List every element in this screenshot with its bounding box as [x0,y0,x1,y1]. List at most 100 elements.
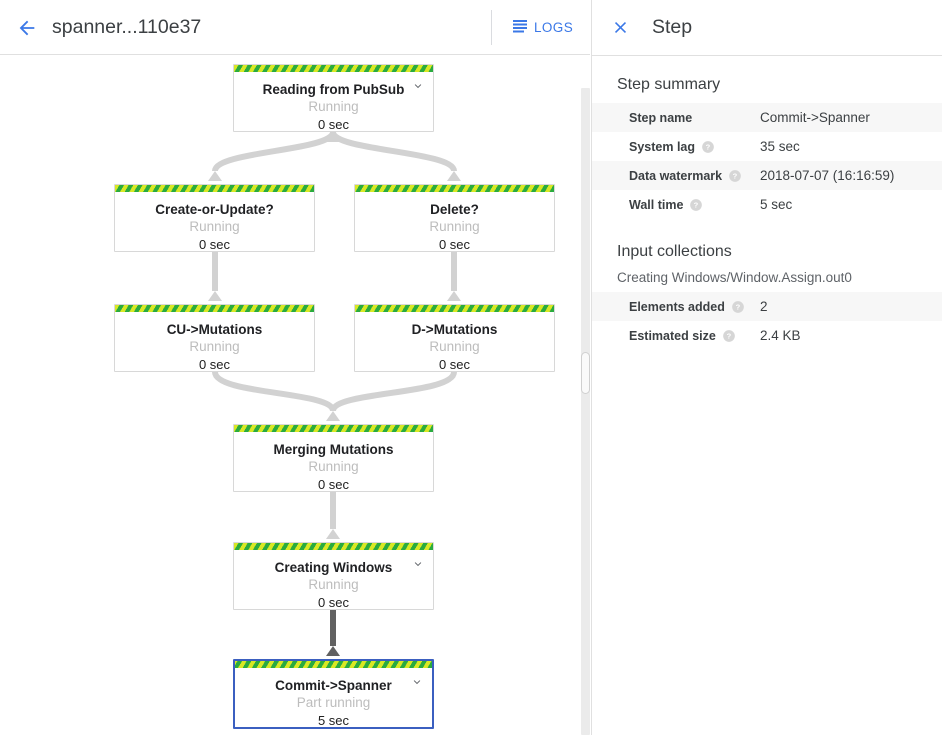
node-status-stripe [115,305,314,312]
detail-row-value: 2 [760,299,768,314]
node-status-stripe [234,65,433,72]
app-header: spanner...110e37 LOGS [0,0,590,55]
close-icon[interactable] [603,10,637,44]
detail-label-text: Wall time [629,197,684,212]
svg-text:?: ? [736,302,741,311]
help-icon[interactable]: ? [701,140,715,154]
node-elapsed-time: 0 sec [317,477,350,492]
help-icon[interactable]: ? [689,198,703,212]
detail-row-label: Data watermark? [592,161,760,190]
step-details-panel: Step Step summary Step name Commit->Spann… [591,0,942,735]
input-collection-name: Creating Windows/Window.Assign.out0 [617,270,852,285]
node-status-stripe [234,543,433,550]
node-elapsed-time: 0 sec [317,117,350,132]
graph-vertical-scrollbar[interactable] [581,88,590,735]
graph-pane: spanner...110e37 LOGS [0,0,590,735]
node-status: Running [189,219,240,234]
detail-row-label: Elements added? [592,292,760,321]
detail-row-label: Estimated size? [592,321,760,350]
node-title: Commit->Spanner [275,678,392,693]
detail-row: Step name Commit->Spanner [592,103,942,132]
detail-label-text: System lag [629,139,696,154]
detail-row-label: Wall time? [592,190,760,219]
chevron-down-icon[interactable] [411,79,425,93]
detail-row-value: 5 sec [760,197,793,212]
page-title: spanner...110e37 [52,16,202,38]
detail-row-value: 2018-07-07 (16:16:59) [760,168,895,183]
chevron-down-icon[interactable] [411,557,425,571]
step-panel-title: Step [652,16,693,38]
svg-text:?: ? [706,142,711,151]
arrow-left-icon[interactable] [8,9,46,47]
detail-row-label: System lag? [592,132,760,161]
detail-row-value: Commit->Spanner [760,110,870,125]
node-elapsed-time: 0 sec [438,357,471,372]
node-status: Running [308,99,359,114]
input-collections-heading: Input collections [617,243,732,260]
node-title: CU->Mutations [166,322,263,337]
header-divider [491,10,492,45]
node-title: Create-or-Update? [155,202,274,217]
detail-label-text: Estimated size [629,328,716,343]
node-status: Running [429,339,480,354]
node-status: Running [308,577,359,592]
logs-button[interactable]: LOGS [508,12,577,42]
detail-row: Data watermark?2018-07-07 (16:16:59) [592,161,942,190]
graph-node-create-or-update[interactable]: Create-or-Update? Running 0 sec [114,184,315,252]
node-title: Creating Windows [274,560,393,575]
help-icon[interactable]: ? [722,329,736,343]
node-status: Running [308,459,359,474]
detail-label-text: Step name [629,110,693,125]
node-title: Merging Mutations [273,442,394,457]
help-icon[interactable]: ? [731,300,745,314]
graph-edge-layer [208,130,461,656]
detail-row: Wall time?5 sec [592,190,942,219]
detail-row: Estimated size?2.4 KB [592,321,942,350]
detail-row-label: Step name [592,103,760,132]
node-status: Part running [296,695,371,710]
step-summary-heading: Step summary [617,76,721,93]
svg-text:?: ? [694,200,699,209]
svg-text:?: ? [733,171,738,180]
detail-row-value: 35 sec [760,139,800,154]
node-body: Create-or-Update? Running 0 sec [115,192,314,252]
detail-row: System lag?35 sec [592,132,942,161]
svg-text:?: ? [727,331,732,340]
chevron-down-icon[interactable] [410,675,424,689]
node-title: Delete? [430,202,479,217]
node-elapsed-time: 5 sec [317,713,350,728]
section-spacer [592,219,942,243]
detail-label-text: Elements added [629,299,725,314]
detail-row-value: 2.4 KB [760,328,801,343]
node-status-stripe [115,185,314,192]
detail-row: Elements added?2 [592,292,942,321]
node-status: Running [189,339,240,354]
node-title: Reading from PubSub [262,82,405,97]
graph-scrollbar-thumb[interactable] [581,352,590,394]
node-status: Running [429,219,480,234]
node-title: D->Mutations [411,322,498,337]
detail-label-text: Data watermark [629,168,723,183]
node-status-stripe [355,185,554,192]
node-status-stripe [234,425,433,432]
help-icon[interactable]: ? [728,169,742,183]
node-elapsed-time: 0 sec [198,237,231,252]
